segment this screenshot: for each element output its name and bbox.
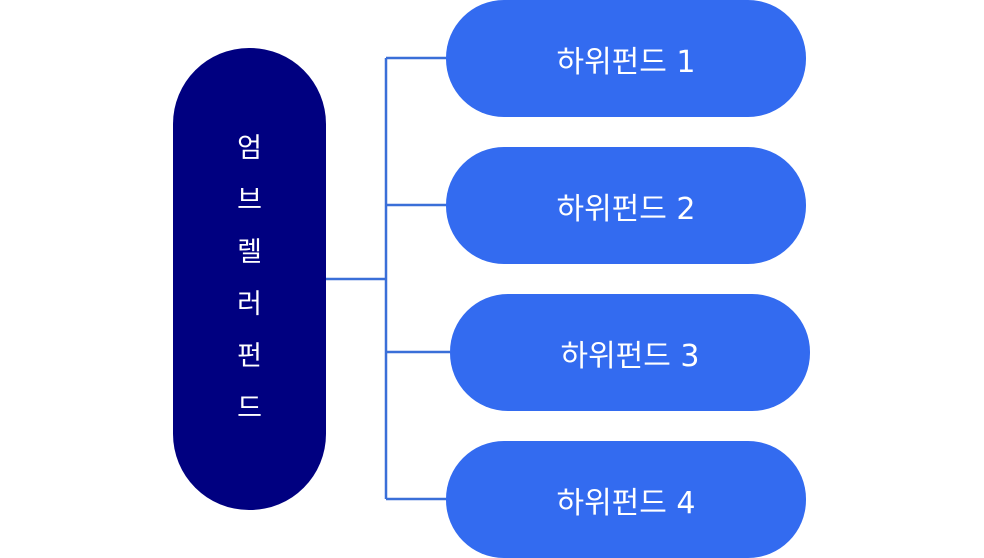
- umbrella-fund-node: 엄 브 렐 러 펀 드: [173, 48, 326, 510]
- subfund-label: 하위펀드 1: [556, 44, 696, 80]
- umbrella-label-char: 러: [237, 289, 262, 320]
- subfund-node-4: 하위펀드 4: [446, 441, 806, 558]
- subfund-label: 하위펀드 2: [556, 191, 696, 227]
- subfund-node-3: 하위펀드 3: [450, 294, 810, 411]
- umbrella-label-char: 드: [237, 393, 262, 424]
- umbrella-label-char: 엄: [237, 133, 262, 164]
- subfund-node-2: 하위펀드 2: [446, 147, 806, 264]
- subfund-label: 하위펀드 3: [560, 338, 700, 374]
- umbrella-label-char: 렐: [237, 237, 262, 268]
- subfund-label: 하위펀드 4: [556, 485, 696, 521]
- umbrella-label-char: 브: [237, 185, 262, 216]
- subfund-node-1: 하위펀드 1: [446, 0, 806, 117]
- umbrella-label-char: 펀: [237, 341, 262, 372]
